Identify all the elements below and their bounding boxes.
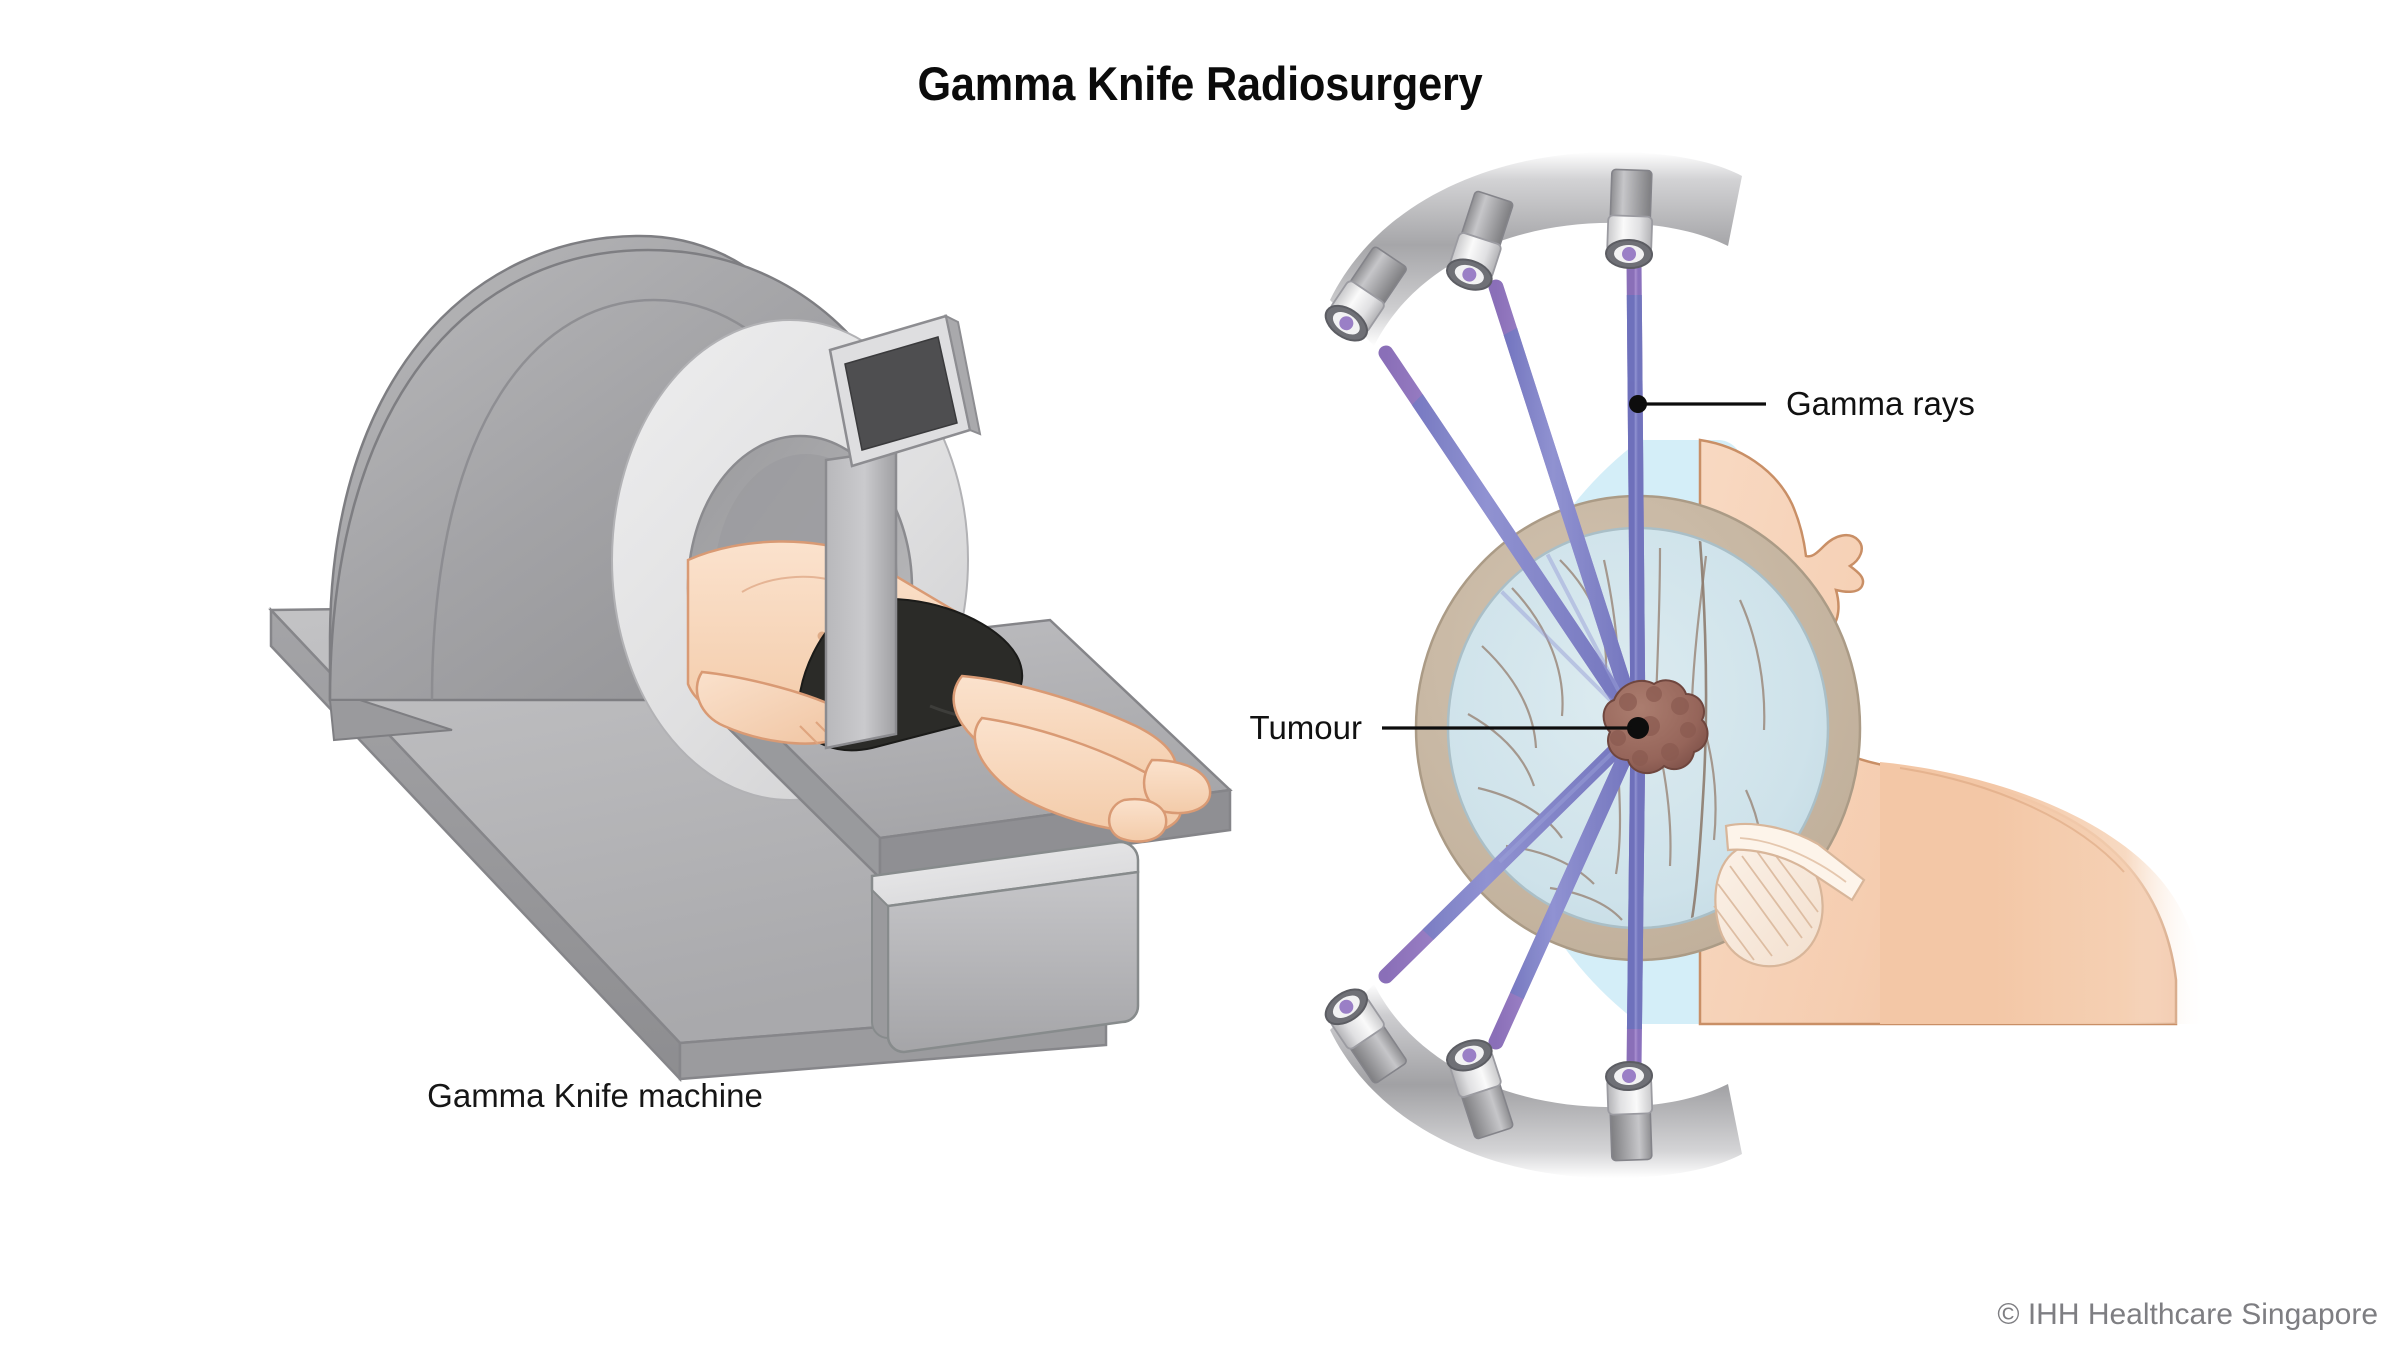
cerebellum-and-brainstem bbox=[1713, 822, 1866, 968]
collimator-nozzles-upper bbox=[1324, 168, 1654, 342]
tumour-label: Tumour bbox=[1250, 709, 1362, 746]
gamma-rays-anchor-dot bbox=[1629, 395, 1647, 413]
monitor-stand bbox=[824, 448, 898, 750]
patient-foot-left bbox=[1108, 797, 1168, 843]
gamma-rays-label: Gamma rays bbox=[1786, 385, 1975, 422]
gamma-rays-callout: Gamma rays bbox=[1629, 385, 1975, 422]
brain-central-fissure bbox=[1688, 539, 1708, 926]
control-monitor-assembly bbox=[824, 314, 982, 750]
brainstem bbox=[1724, 822, 1866, 902]
tumour-mass bbox=[1602, 679, 1709, 775]
page-title: Gamma Knife Radiosurgery bbox=[917, 57, 1483, 110]
couch-pedestal bbox=[870, 840, 1140, 1054]
copyright-notice: © IHH Healthcare Singapore bbox=[1997, 1298, 2378, 1331]
monitor-screen bbox=[844, 336, 958, 451]
tumour-callout: Tumour bbox=[1250, 709, 1649, 746]
patient-foot-right bbox=[1142, 758, 1212, 815]
gamma-ray-beams bbox=[1378, 254, 1646, 1075]
upper-collimator-arc bbox=[1330, 151, 1742, 346]
machine-caption: Gamma Knife machine bbox=[427, 1077, 763, 1114]
patient-and-couch bbox=[686, 540, 1233, 881]
collimator-nozzles-lower bbox=[1324, 988, 1654, 1162]
tumour-anchor-dot bbox=[1627, 717, 1649, 739]
